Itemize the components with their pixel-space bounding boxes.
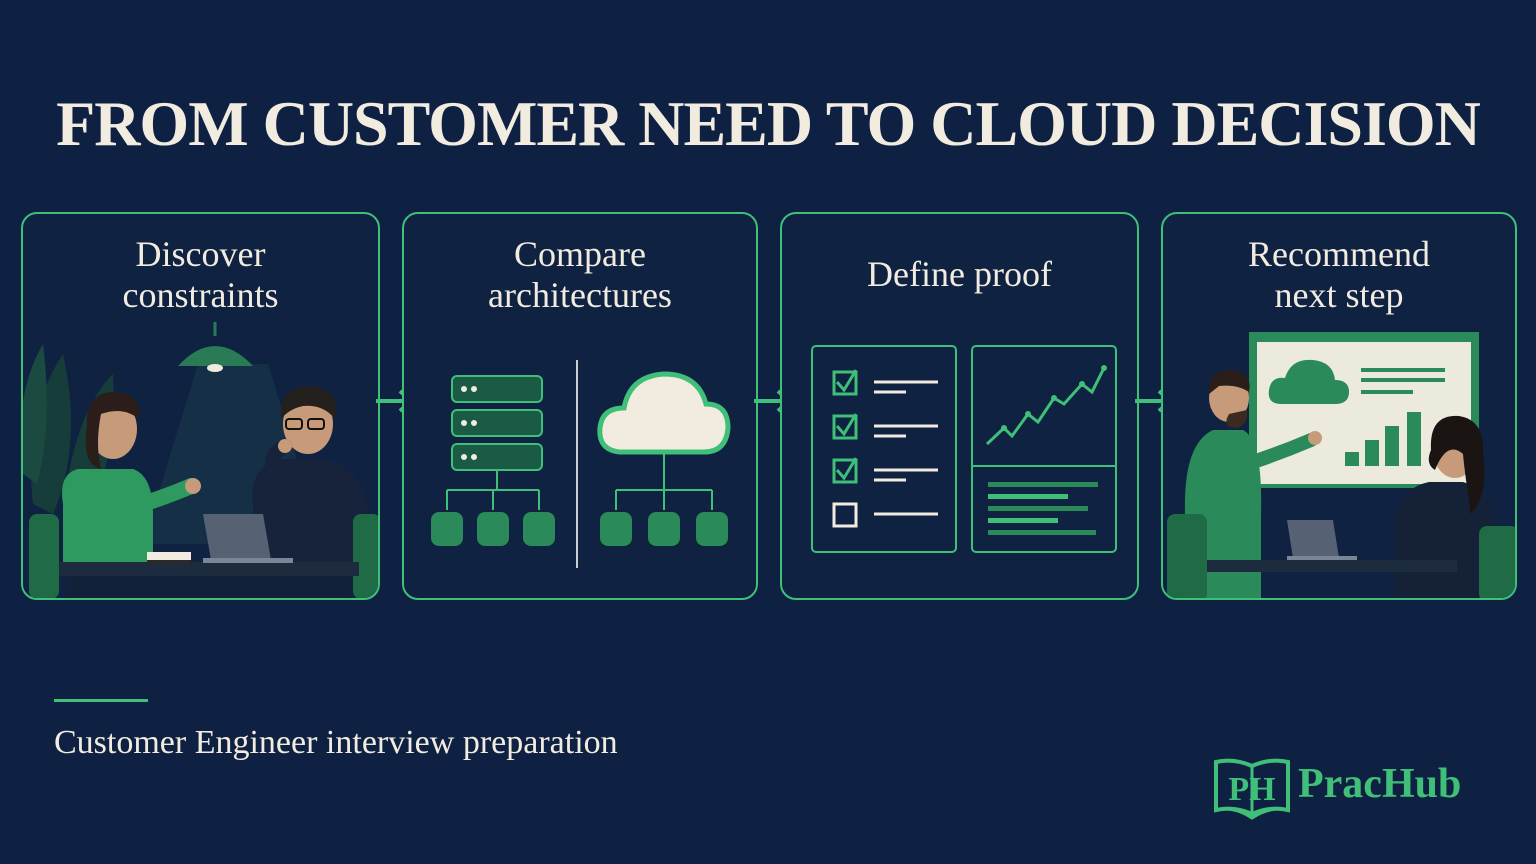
trend-line-icon xyxy=(985,367,1106,446)
step-title-compare: Compare architectures xyxy=(404,234,756,316)
step-title-line2: architectures xyxy=(488,275,672,315)
step-title-line2: constraints xyxy=(122,275,279,315)
proof-illustration xyxy=(811,345,1117,553)
checkbox-checked-icon xyxy=(832,413,858,440)
accent-divider xyxy=(54,699,148,702)
checkbox-checked-icon xyxy=(832,369,858,396)
cloud-icon xyxy=(597,371,731,510)
bar-chart-icon xyxy=(1345,412,1421,466)
step-title-line2: next step xyxy=(1274,275,1404,315)
database-icon xyxy=(600,512,728,546)
cloud-icon xyxy=(1268,359,1349,404)
meeting-illustration xyxy=(23,322,378,598)
book-logo-icon: PH xyxy=(1214,758,1290,820)
step-card-define-proof: Define proof xyxy=(780,212,1139,600)
step-title-recommend: Recommend next step xyxy=(1163,234,1515,316)
step-card-discover: Discover constraints xyxy=(21,212,380,600)
server-rack-icon xyxy=(446,375,543,510)
brand-logo: PH PracHub xyxy=(1212,752,1502,822)
checkbox-checked-icon xyxy=(832,457,858,484)
step-card-recommend: Recommend next step xyxy=(1161,212,1517,600)
database-icon xyxy=(431,512,555,546)
step-title-discover: Discover constraints xyxy=(23,234,378,316)
step-title-define-proof: Define proof xyxy=(782,254,1137,295)
logo-monogram: PH xyxy=(1228,771,1275,808)
brand-name: PracHub xyxy=(1298,761,1462,807)
step-card-compare: Compare architectures xyxy=(402,212,758,600)
page-title: FROM CUSTOMER NEED TO CLOUD DECISION xyxy=(56,88,1481,159)
checkbox-empty-icon xyxy=(832,502,858,528)
architecture-comparison-illustration xyxy=(431,360,731,568)
step-title-line1: Recommend xyxy=(1248,234,1430,274)
step-title-line1: Compare xyxy=(514,234,646,274)
subtitle: Customer Engineer interview preparation xyxy=(54,724,618,761)
presentation-illustration xyxy=(1167,332,1515,598)
step-title-line1: Define proof xyxy=(867,254,1052,294)
step-title-line1: Discover xyxy=(135,234,266,274)
